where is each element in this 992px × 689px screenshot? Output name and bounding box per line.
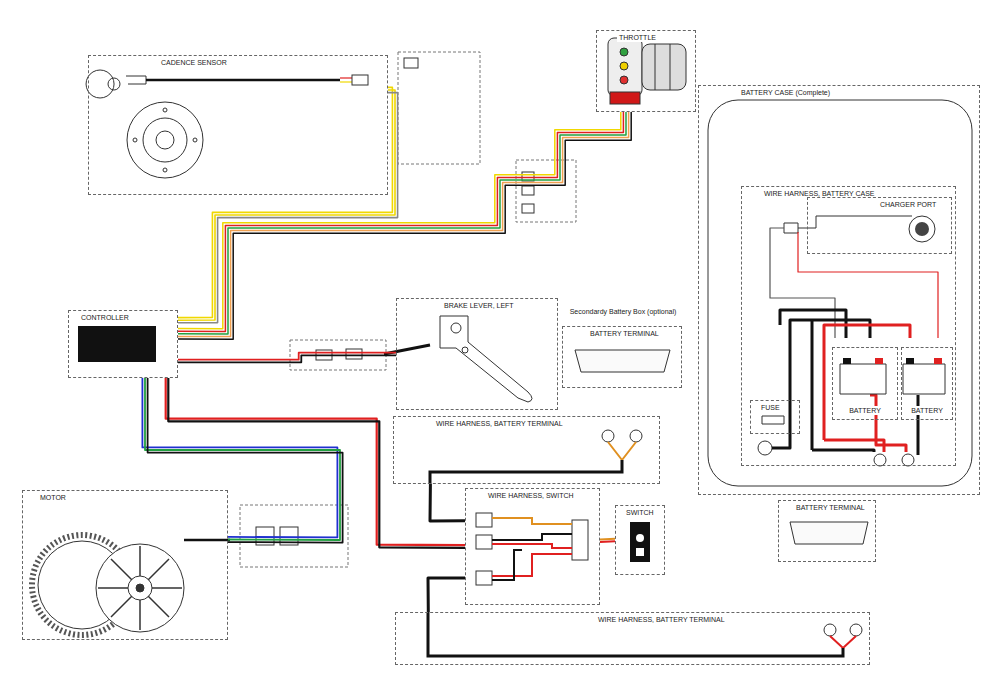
- group-label: BRAKE LEVER, LEFT: [442, 301, 516, 310]
- group-label: WIRE HARNESS, BATTERY TERMINAL: [596, 615, 727, 624]
- wire-bundle: [600, 539, 615, 542]
- group-label: BATTERY TERMINAL: [588, 329, 661, 338]
- battery-case: BATTERY CASE (Complete) WIRE HARNESS, BAT…: [698, 85, 980, 495]
- wire-bundle: [178, 112, 631, 339]
- label-holder: WIRE HARNESS, BATTERY TERMINAL: [434, 412, 565, 430]
- terminal-harness-drawing: [428, 612, 862, 656]
- throttle-drawing: [608, 38, 686, 104]
- wire: [145, 378, 340, 540]
- wire: [166, 378, 465, 545]
- harness-group: WIRE HARNESS, BATTERY TERMINAL: [395, 612, 870, 665]
- connector-groups: [240, 52, 576, 567]
- wire-bundle: [166, 378, 465, 548]
- motor-group: MOTOR: [22, 490, 228, 640]
- battery-group: BATTERY: [901, 347, 953, 420]
- port-group: CHARGER PORT: [807, 197, 952, 254]
- label-holder: BATTERY TERMINAL: [794, 496, 867, 514]
- wire: [178, 90, 395, 320]
- harness-group: WIRE HARNESS, SWITCH: [465, 488, 600, 605]
- wire: [178, 355, 396, 362]
- harness-group: WIRE HARNESS, BATTERY TERMINAL: [393, 416, 660, 484]
- note-text: Secondardy Battery Box (optional): [568, 307, 679, 316]
- wire: [178, 112, 621, 329]
- label-holder: CHARGER PORT: [878, 193, 938, 211]
- switch-harness-drawing: [476, 513, 588, 585]
- wire-bundle: [430, 484, 465, 521]
- label-holder: BATTERY CASE (Complete): [739, 81, 832, 99]
- label-holder: CONTROLLER: [79, 306, 131, 324]
- label-holder: BATTERY TERMINAL: [588, 322, 661, 340]
- wire-bundle: [142, 378, 342, 543]
- wire: [178, 87, 392, 317]
- terminal-block: [575, 350, 670, 372]
- group-label: CONTROLLER: [79, 313, 131, 322]
- label-holder: WIRE HARNESS, SWITCH: [486, 484, 576, 502]
- note-holder: Secondardy Battery Box (optional): [567, 300, 679, 318]
- switch-symbol: [630, 522, 650, 562]
- controller-body: [78, 326, 156, 362]
- label-holder: CADENCE SENSOR: [159, 51, 229, 69]
- label-holder: SWITCH: [624, 501, 656, 519]
- terminal-block: [790, 522, 868, 544]
- group-label: CHARGER PORT: [878, 200, 938, 209]
- group-label: WIRE HARNESS, SWITCH: [486, 491, 576, 500]
- label-holder: MOTOR: [38, 486, 68, 504]
- wire: [168, 378, 465, 548]
- label-holder: THROTTLE: [617, 26, 658, 44]
- wire: [600, 538, 615, 541]
- battery-group: BATTERY: [832, 347, 898, 420]
- switch-group: SWITCH: [615, 505, 665, 575]
- cadence-sensor-drawing: [86, 70, 368, 178]
- group-label: MOTOR: [38, 493, 68, 502]
- wire: [178, 112, 631, 339]
- fuse-group: FUSE: [750, 400, 800, 434]
- brake-group: BRAKE LEVER, LEFT: [396, 298, 558, 410]
- wire: [142, 378, 337, 537]
- label-holder: BATTERY: [902, 399, 952, 417]
- wire: [178, 112, 626, 334]
- terminal-harness-drawing: [430, 430, 642, 484]
- wire: [178, 353, 396, 360]
- group-label: BATTERY TERMINAL: [794, 503, 867, 512]
- brake-lever-drawing: [384, 316, 532, 402]
- throttle-group: THROTTLE: [596, 30, 696, 112]
- group-label: SWITCH: [624, 508, 656, 517]
- group-label: BATTERY: [847, 406, 883, 415]
- group-label: CADENCE SENSOR: [159, 58, 229, 67]
- label-holder: BRAKE LEVER, LEFT: [442, 294, 516, 312]
- motor-drawing: [32, 535, 230, 635]
- group-label: THROTTLE: [617, 33, 658, 42]
- group-label: FUSE: [759, 403, 782, 412]
- harness-group: WIRE HARNESS, BATTERY CASECHARGER PORTFU…: [741, 186, 956, 466]
- group-label: BATTERY: [909, 406, 945, 415]
- label-holder: BATTERY: [833, 399, 897, 417]
- sensor-group: CADENCE SENSOR: [88, 55, 388, 195]
- wire: [600, 540, 615, 543]
- label-holder: FUSE: [759, 396, 782, 414]
- controller-group: CONTROLLER: [68, 310, 178, 378]
- terminal-group: BATTERY TERMINAL: [778, 500, 876, 562]
- group-label: WIRE HARNESS, BATTERY TERMINAL: [434, 419, 565, 428]
- wire-bundle: [178, 87, 398, 322]
- wire: [430, 484, 465, 521]
- terminal-group: BATTERY TERMINAL: [562, 326, 682, 388]
- wire: [428, 578, 465, 612]
- label-holder: WIRE HARNESS, BATTERY TERMINAL: [596, 608, 727, 626]
- wire: [178, 112, 629, 337]
- wire-bundle: [178, 353, 396, 363]
- wire: [178, 93, 398, 323]
- wire: [148, 378, 343, 543]
- group-label: BATTERY CASE (Complete): [739, 88, 832, 97]
- battery-case-drawing: [708, 100, 972, 486]
- wire-bundle: [428, 578, 465, 612]
